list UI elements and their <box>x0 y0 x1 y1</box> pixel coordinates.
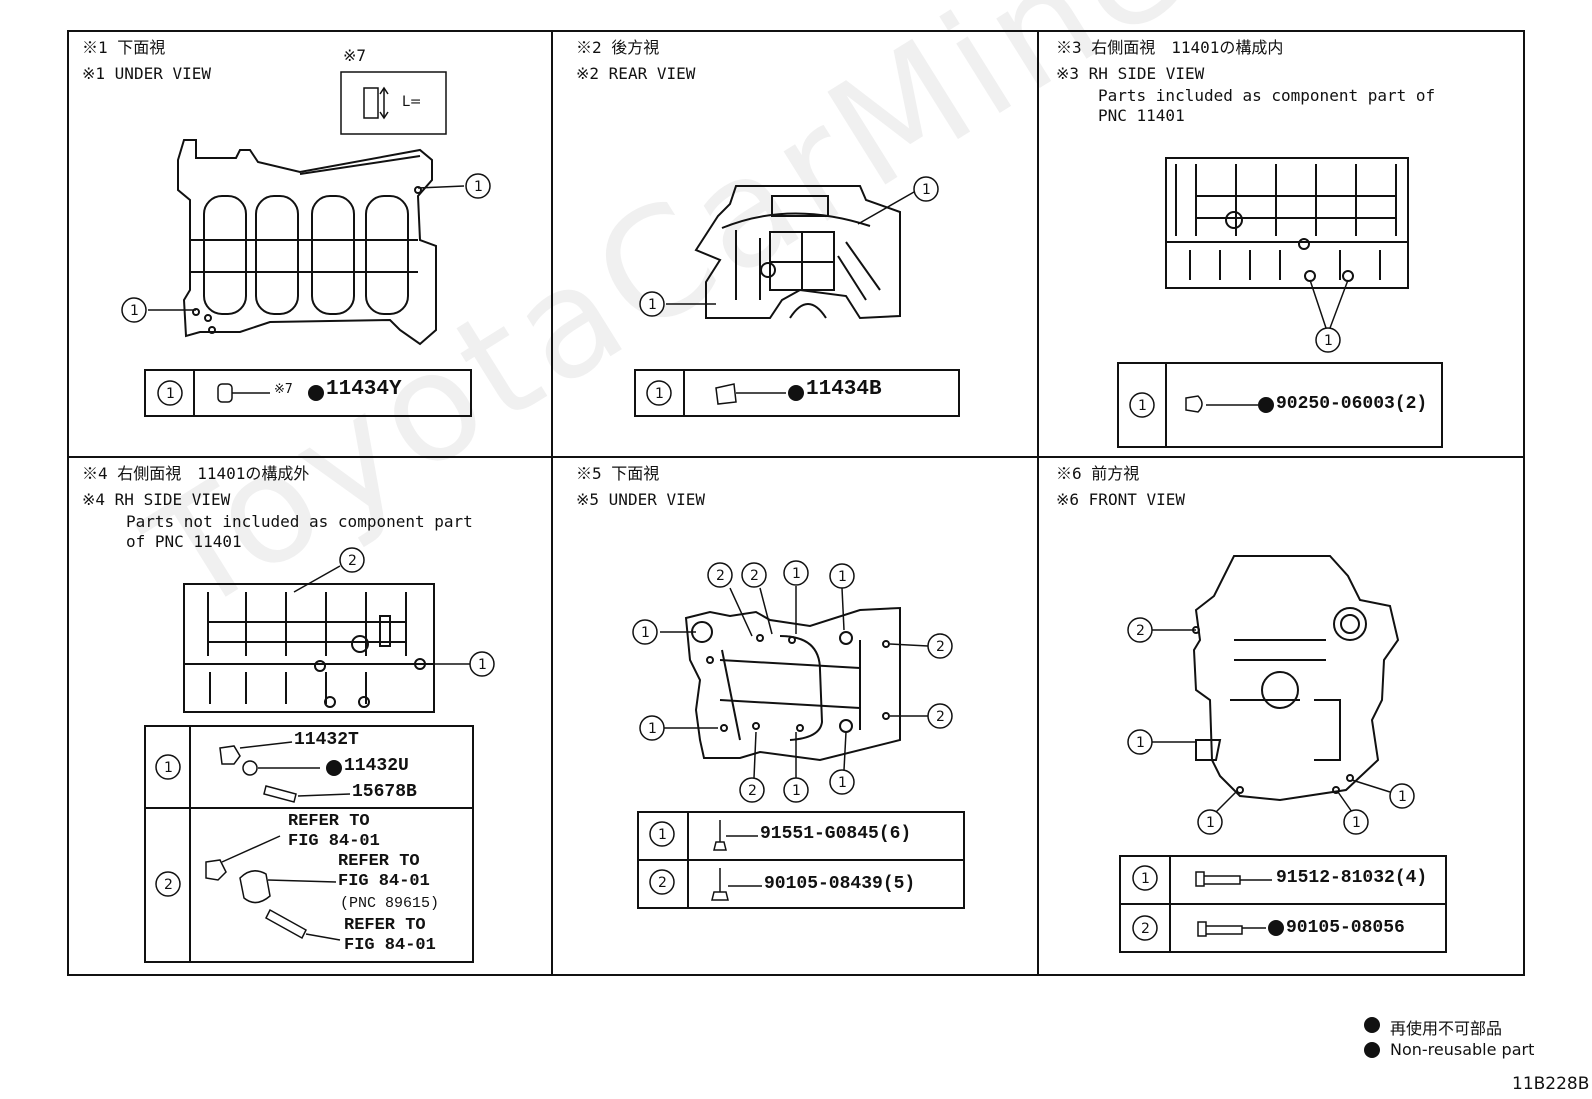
table-4-row-2-num: 2 <box>164 877 173 893</box>
legend-en: Non-reusable part <box>1390 1040 1535 1059</box>
table-2-row-1-num: 1 <box>655 386 664 402</box>
table-4-row-2-ref-1b: FIG 84-01 <box>288 832 380 851</box>
table-1-row-1-part: 11434Y <box>326 378 402 401</box>
legend-bullet-1 <box>1364 1017 1380 1033</box>
panel-3-desc-line-1: Parts included as component part of <box>1098 86 1436 105</box>
engine-block-rh-side-view-drawing-3 <box>1165 157 1409 289</box>
panel-2-jp-title: ※2 後方視 <box>576 38 660 57</box>
table-6-row-1-part: 91512-81032(4) <box>1276 868 1428 888</box>
panel-6-callout-4: 1 <box>1352 815 1361 831</box>
table-4-row-2-ref-2a: REFER TO <box>338 852 420 871</box>
table-4-row-1-num: 1 <box>164 760 173 776</box>
panel-5-jp-title: ※5 下面視 <box>576 464 660 483</box>
callouts-panel-5 <box>632 560 953 803</box>
callouts-panel-6 <box>1127 617 1415 835</box>
panel-3-en-title: ※3 RH SIDE VIEW <box>1056 64 1205 83</box>
engine-block-rh-side-view-drawing-4 <box>183 583 435 713</box>
table-4-row-2-ref-2c: (PNC 89615) <box>340 895 440 912</box>
panel-3-callout-label: 1 <box>1324 333 1333 349</box>
panel-1-note-label: L= <box>402 94 422 110</box>
table-5-row-2-part: 90105-08439(5) <box>764 874 916 894</box>
table-4-row-2-ref-3a: REFER TO <box>344 916 426 935</box>
figure-code: 11B228B <box>1512 1074 1590 1094</box>
engine-block-rear-view-drawing <box>694 185 901 320</box>
panel-5-callout-2: 2 <box>750 568 759 584</box>
callouts-panel-2 <box>639 176 939 317</box>
panel-3-jp-title: ※3 右側面視 11401の構成内 <box>1056 38 1284 57</box>
panel-6-jp-title: ※6 前方視 <box>1056 464 1140 483</box>
panel-6-callout-5: 1 <box>1398 789 1407 805</box>
panel-1-callout-a-label: 1 <box>474 179 483 195</box>
panel-5-en-title: ※5 UNDER VIEW <box>576 490 705 509</box>
panel-4-desc-line-1: Parts not included as component part <box>126 512 473 531</box>
table-6-row-2-num: 2 <box>1141 921 1150 937</box>
parts-table-1 <box>144 369 472 417</box>
panel-6-callout-1: 2 <box>1136 623 1145 639</box>
panel-6-en-title: ※6 FRONT VIEW <box>1056 490 1185 509</box>
panel-1-jp-title: ※1 下面視 <box>82 38 166 57</box>
table-5-row-2-num: 2 <box>658 875 667 891</box>
callouts-panel-4 <box>293 547 495 677</box>
panel-4-callout-a-label: 2 <box>348 553 357 569</box>
parts-table-6 <box>1119 855 1447 953</box>
panel-5-callout-4: 1 <box>838 569 847 585</box>
parts-table-2 <box>634 369 960 417</box>
table-6-row-1-num: 1 <box>1141 871 1150 887</box>
legend-bullet-2 <box>1364 1042 1380 1058</box>
panel-5-callout-8: 2 <box>936 709 945 725</box>
table-3-row-1-num: 1 <box>1138 398 1147 414</box>
panel-6-callout-3: 1 <box>1206 815 1215 831</box>
panel-2-callout-b-label: 1 <box>648 297 657 313</box>
panel-4-jp-title: ※4 右側面視 11401の構成外 <box>82 464 310 483</box>
panel-1-callout-b-label: 1 <box>130 303 139 319</box>
table-4-row-2-ref-1a: REFER TO <box>288 812 370 831</box>
panel-5-callout-7: 1 <box>648 721 657 737</box>
table-4-row-1-part-b: 11432U <box>344 756 409 776</box>
table-1-row-1-num: 1 <box>166 386 175 402</box>
table-4-row-2-ref-3b: FIG 84-01 <box>344 936 436 955</box>
panel-5-callout-6: 2 <box>936 639 945 655</box>
engine-block-front-view-drawing <box>1192 555 1400 802</box>
panel-5-callout-5: 1 <box>641 625 650 641</box>
panel-3-desc-line-2: PNC 11401 <box>1098 106 1185 125</box>
parts-table-4 <box>144 725 474 963</box>
table-4-row-2-ref-2b: FIG 84-01 <box>338 872 430 891</box>
panel-4-callout-b-label: 1 <box>478 657 487 673</box>
panel-5-callout-11: 1 <box>838 775 847 791</box>
panel-5-callout-3: 1 <box>792 566 801 582</box>
panel-4-en-title: ※4 RH SIDE VIEW <box>82 490 231 509</box>
panel-2-en-title: ※2 REAR VIEW <box>576 64 696 83</box>
panel-4-desc-line-2: of PNC 11401 <box>126 532 242 551</box>
table-3-row-1-part: 90250-06003(2) <box>1276 394 1428 414</box>
panel-1-en-title: ※1 UNDER VIEW <box>82 64 211 83</box>
table-2-row-1-part: 11434B <box>806 378 882 401</box>
legend-jp: 再使用不可部品 <box>1390 1019 1503 1038</box>
table-6-row-2-part: 90105-08056 <box>1286 918 1405 938</box>
panel-5-callout-10: 1 <box>792 783 801 799</box>
panel-2-callout-a-label: 1 <box>922 182 931 198</box>
panel-5-callout-1: 2 <box>716 568 725 584</box>
panel-1-note-marker: ※7 <box>343 46 367 65</box>
table-1-row-1-prefix: ※7 <box>274 382 293 397</box>
callouts-panel-3 <box>1309 279 1349 353</box>
table-4-row-1-part-a: 11432T <box>294 730 359 750</box>
table-5-row-1-num: 1 <box>658 827 667 843</box>
callouts-panel-1 <box>121 173 491 323</box>
panel-5-callout-9: 2 <box>748 783 757 799</box>
parts-table-5 <box>637 811 965 909</box>
engine-block-under-view-drawing <box>177 139 437 346</box>
grid-frame <box>67 30 1525 976</box>
length-note-box <box>340 71 447 135</box>
panel-6-callout-2: 1 <box>1136 735 1145 751</box>
parts-table-3 <box>1117 362 1443 448</box>
table-4-row-1-part-c: 15678B <box>352 782 417 802</box>
table-5-row-1-part: 91551-G0845(6) <box>760 824 912 844</box>
engine-block-under-view-drawing-5 <box>684 606 901 762</box>
